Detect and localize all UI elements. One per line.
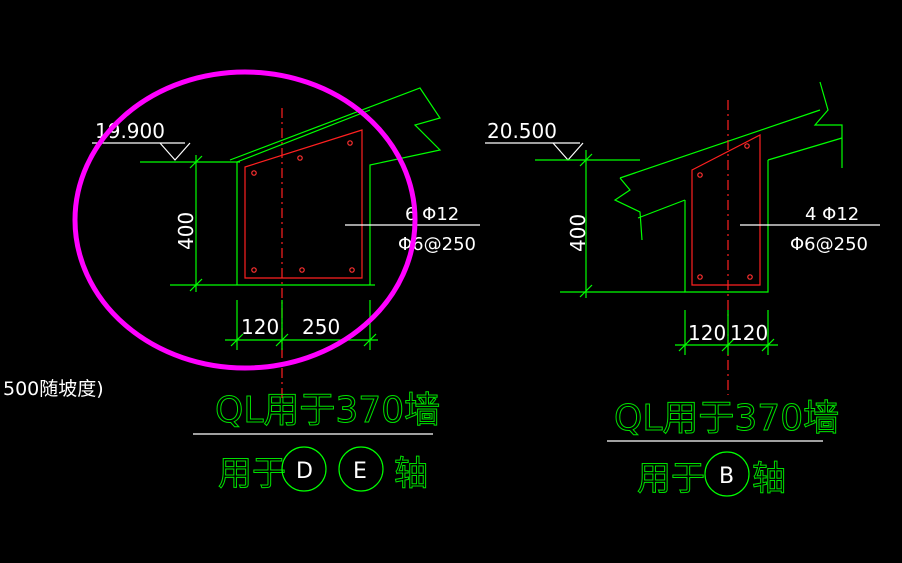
left-ring-beam-section: 19.900 400 6 Φ12 Φ6@250 120	[92, 87, 480, 495]
side-note: 500随坡度)	[3, 378, 104, 400]
right-slab-break	[613, 177, 643, 241]
right-axis-suffix: 轴	[752, 459, 786, 499]
left-rebar	[297, 155, 303, 161]
left-axis-bubble-d	[281, 446, 327, 492]
right-height-dim-text: 400	[566, 214, 590, 252]
right-rebar	[747, 274, 753, 280]
right-title: QL用于370墙	[614, 398, 839, 439]
right-beam-outline	[684, 160, 769, 293]
right-rebar-main: 4 Φ12	[805, 204, 859, 225]
right-axis-bubble-b	[704, 451, 750, 497]
left-rebar	[347, 140, 353, 146]
right-rebar-stirrup: Φ6@250	[790, 234, 868, 255]
left-rebar-main: 6 Φ12	[405, 204, 459, 225]
right-dim-b: 120	[730, 321, 768, 345]
left-rebar-stirrup: Φ6@250	[398, 234, 476, 255]
left-axis-suffix: 轴	[394, 454, 428, 494]
left-axis-prefix: 用于	[218, 454, 286, 494]
highlight-ellipse	[72, 69, 418, 371]
left-elevation-triangle	[159, 142, 191, 161]
left-rebar	[349, 267, 355, 273]
right-stirrup	[691, 134, 761, 286]
right-axis-1: B	[719, 464, 734, 489]
left-rebar	[251, 267, 257, 273]
left-dim-b: 250	[302, 315, 340, 339]
right-rebar	[697, 274, 703, 280]
left-rebar	[299, 267, 305, 273]
left-axis-bubble-e	[338, 446, 384, 492]
right-rebar	[744, 143, 750, 149]
right-slab-break-2	[813, 81, 843, 168]
left-beam-left-edge	[236, 109, 371, 285]
left-rebar	[251, 170, 257, 176]
left-axis-2: E	[353, 459, 367, 484]
right-rebar	[697, 172, 703, 178]
right-dim-a: 120	[688, 321, 726, 345]
right-slab-top	[619, 109, 821, 179]
right-axis-prefix: 用于	[637, 459, 705, 499]
left-axis-1: D	[296, 459, 313, 484]
left-height-dim-text: 400	[174, 212, 198, 250]
left-roof-slab	[229, 87, 442, 285]
right-elevation-text: 20.500	[487, 119, 557, 143]
left-dim-a: 120	[241, 315, 279, 339]
left-stirrup	[244, 129, 363, 279]
right-slab-bottom	[637, 199, 686, 219]
right-elevation-triangle	[552, 142, 584, 161]
right-ring-beam-section: 20.500 400 4 Φ12 Φ6@250 120	[485, 81, 880, 500]
left-title: QL用于370墙	[215, 390, 440, 431]
